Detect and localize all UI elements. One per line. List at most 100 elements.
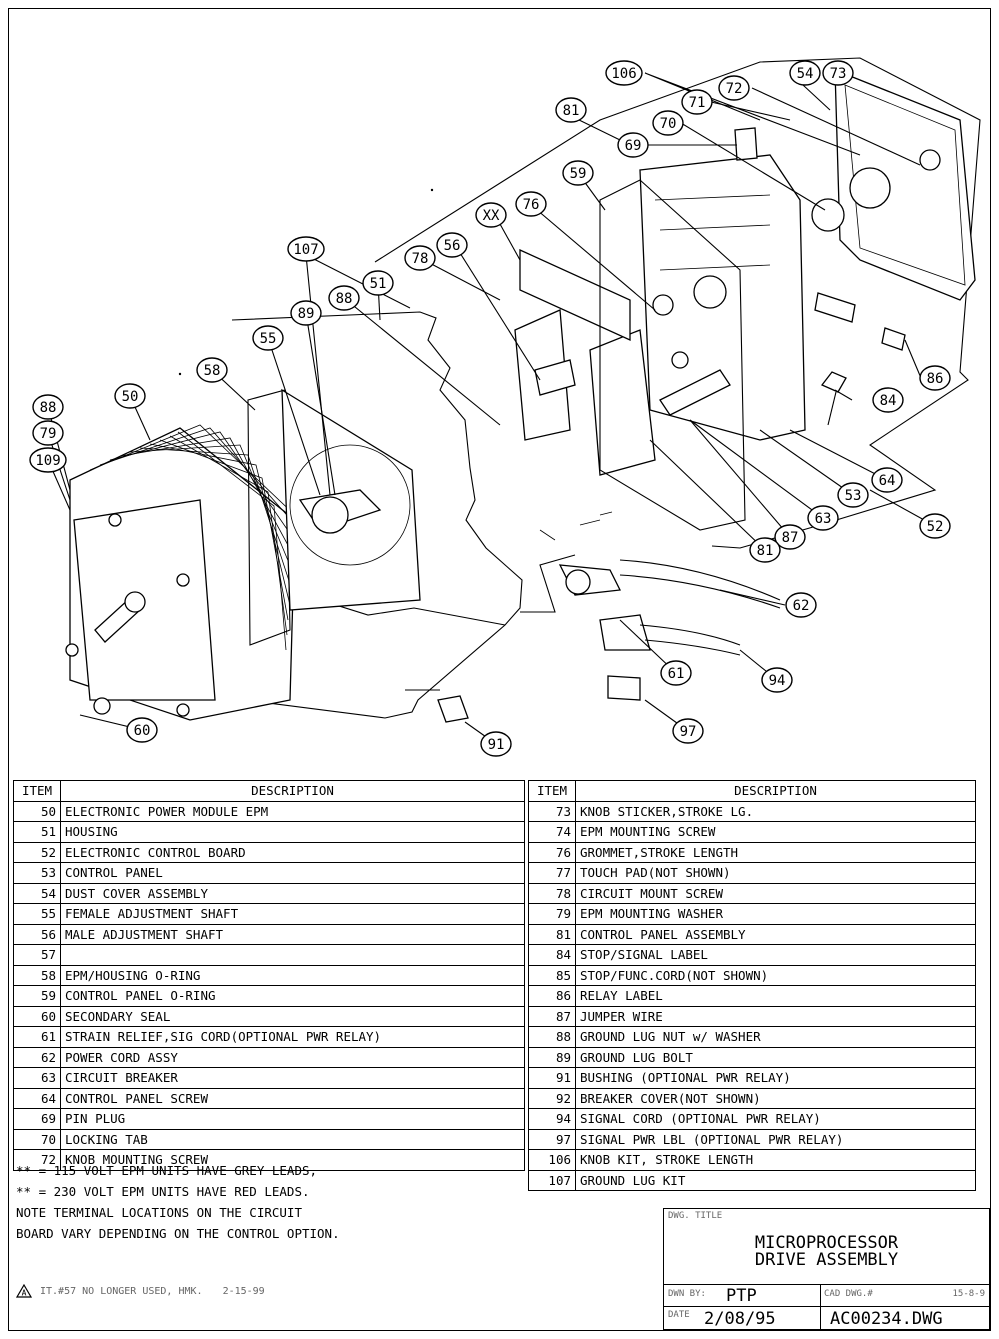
housing-outline <box>231 311 523 719</box>
item-number: 97 <box>528 1128 576 1150</box>
item-description: BUSHING (OPTIONAL PWR RELAY) <box>575 1067 976 1089</box>
revision-note: A IT.#57 NO LONGER USED, HMK. 2-15-99 <box>16 1284 265 1298</box>
epm-housing-o-ring <box>247 389 291 646</box>
title-block: DWG. TITLE MICROPROCESSOR DRIVE ASSEMBLY… <box>663 1208 990 1330</box>
callout-balloon: 91 <box>480 731 512 757</box>
item-description: KNOB STICKER,STROKE LG. <box>575 800 976 822</box>
item-description: STOP/SIGNAL LABEL <box>575 944 976 966</box>
callout-balloon: 88 <box>328 285 360 311</box>
item-number: 59 <box>13 985 61 1007</box>
item-description: POWER CORD ASSY <box>60 1046 525 1068</box>
item-description: ELECTRONIC POWER MODULE EPM <box>60 800 525 822</box>
callout-balloon: 56 <box>436 232 468 258</box>
item-number: 94 <box>528 1108 576 1130</box>
callout-number: 60 <box>134 723 151 739</box>
callout-number: 94 <box>769 673 786 689</box>
callout-number: 107 <box>293 242 318 258</box>
item-number: 86 <box>528 985 576 1007</box>
callout-number: 72 <box>726 81 743 97</box>
cad-dwg-label: CAD DWG.# <box>824 1289 873 1299</box>
callout-number: 81 <box>757 543 774 559</box>
callout-balloon: 81 <box>749 537 781 563</box>
callout-balloon: 76 <box>515 191 547 217</box>
item-number: 69 <box>13 1108 61 1130</box>
power-cord <box>558 559 781 609</box>
revision-date: 2-15-99 <box>222 1285 265 1297</box>
callout-number: 87 <box>782 530 799 546</box>
callout-number: 58 <box>204 363 221 379</box>
callout-number: 55 <box>260 331 277 347</box>
item-number: 61 <box>13 1026 61 1048</box>
item-description: RELAY LABEL <box>575 985 976 1007</box>
item-description: SIGNAL CORD (OPTIONAL PWR RELAY) <box>575 1108 976 1130</box>
item-header: ITEM <box>13 780 61 802</box>
item-number: 53 <box>13 862 61 884</box>
callout-number: 97 <box>680 724 697 740</box>
item-number: 85 <box>528 964 576 986</box>
item-description: STOP/FUNC.CORD(NOT SHOWN) <box>575 964 976 986</box>
sheet-ref: 15-8-9 <box>952 1289 985 1299</box>
dust-cover <box>811 69 976 301</box>
bushing <box>437 695 469 723</box>
item-description: GROUND LUG KIT <box>575 1169 976 1191</box>
item-description: CIRCUIT MOUNT SCREW <box>575 882 976 904</box>
item-description: GROUND LUG NUT w/ WASHER <box>575 1026 976 1048</box>
control-board <box>514 248 656 541</box>
note-line: NOTE TERMINAL LOCATIONS ON THE CIRCUIT <box>16 1205 302 1220</box>
item-description: SECONDARY SEAL <box>60 1005 525 1027</box>
callout-balloon: 71 <box>681 89 713 115</box>
item-description <box>60 944 525 966</box>
callout-number: 88 <box>336 291 353 307</box>
callout-balloon: 60 <box>126 717 158 743</box>
callout-number: 71 <box>689 95 706 111</box>
callout-number: 84 <box>880 393 897 409</box>
item-description: SIGNAL PWR LBL (OPTIONAL PWR RELAY) <box>575 1128 976 1150</box>
description-header: DESCRIPTION <box>60 780 525 802</box>
item-description: DUST COVER ASSEMBLY <box>60 882 525 904</box>
callout-number: 69 <box>625 138 642 154</box>
callout-number: 54 <box>797 66 814 82</box>
item-number: 54 <box>13 882 61 904</box>
callout-balloon: 54 <box>789 60 821 86</box>
callout-number: 51 <box>370 276 387 292</box>
item-description: CONTROL PANEL ASSEMBLY <box>575 923 976 945</box>
callout-balloon: 89 <box>290 300 322 326</box>
signal-cord <box>520 554 741 656</box>
callout-balloon: 109 <box>29 447 67 473</box>
callout-number: 81 <box>563 103 580 119</box>
item-number: 88 <box>528 1026 576 1048</box>
item-description: STRAIN RELIEF,SIG CORD(OPTIONAL PWR RELA… <box>60 1026 525 1048</box>
item-number: 81 <box>528 923 576 945</box>
callout-balloon: 87 <box>774 524 806 550</box>
control-panel-screw <box>820 371 847 393</box>
item-number: 56 <box>13 923 61 945</box>
item-description: HOUSING <box>60 821 525 843</box>
callout-number: 53 <box>845 488 862 504</box>
item-number: 50 <box>13 800 61 822</box>
callout-balloon: 53 <box>837 482 869 508</box>
cad-drawing-number: AC00234.DWG <box>830 1309 943 1329</box>
callout-number: 88 <box>40 400 57 416</box>
callout-number: 70 <box>660 116 677 132</box>
callout-balloon: 107 <box>287 236 325 262</box>
